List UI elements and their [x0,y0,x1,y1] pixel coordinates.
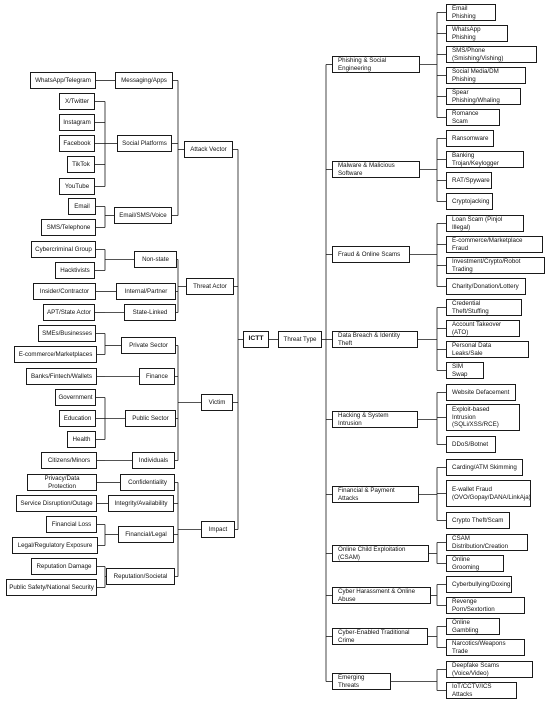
threat-item-iot-cctv-ics-attacks: IoT/CCTV/ICS Attacks [446,682,517,699]
threat-item-personal-data-leaks-sale: Personal Data Leaks/Sale [446,341,529,358]
threat-item-ransomware: Ransomware [446,130,494,147]
threat-item-carding-atm-skimming: Carding/ATM Skimming [446,459,523,476]
threat-item-csam-distribution-creation: CSAM Distribution/Creation [446,534,528,551]
threat-hacking-system-intrusion: Hacking & System Intrusion [332,411,418,428]
threat-item-whatsapp-phishing: WhatsApp Phishing [446,25,508,42]
item-insider-contractor: Insider/Contractor [33,283,96,300]
threat-item-sms-phone-smishing-vishing: SMS/Phone (Smishing/Vishing) [446,46,537,63]
subcategory-integrity-availability: Integrity/Availability [108,495,174,512]
item-education: Education [59,410,96,427]
item-health: Health [67,431,96,448]
threat-malware-malicious-software: Malware & Malicious Software [332,161,420,178]
item-x-twitter: X/Twitter [59,93,95,110]
threat-phishing-social-engineering: Phishing & Social Engineering [332,56,420,73]
subcategory-private-sector: Private Sector [121,337,176,354]
item-facebook: Facebook [59,135,95,152]
threat-cyber-harassment-online-abuse: Cyber Harassment & Online Abuse [332,587,431,604]
subcategory-state-linked: State-Linked [124,304,176,321]
threat-item-revenge-porn-sextortion: Revenge Porn/Sextortion [446,597,525,614]
category-impact: Impact [201,521,235,538]
threat-item-e-wallet-fraud-ovo-gopay-dana-linkaja-text: E-wallet Fraud (OVO/Gopay/DANA/LinkAja) [452,485,531,501]
subcategory-individuals: Individuals [132,452,175,469]
subcategory-non-state: Non-state [134,251,177,268]
threat-item-cryptojacking: Cryptojacking [446,193,493,210]
item-hacktivists: Hacktivists [55,262,95,279]
threat-item-exploit-based-intrusion-sqli-xss-rce-text: Exploit-based Intrusion (SQLi/XSS/RCE) [452,405,499,429]
item-financial-loss: Financial Loss [46,516,97,533]
threat-data-breach-identity-theft: Data Breach & Identity Theft [332,331,418,348]
item-public-safety-national-security: Public Safety/National Security [6,579,97,596]
item-youtube: YouTube [59,178,95,195]
threat-item-social-media-dm-phishing: Social Media/DM Phishing [446,67,526,84]
threat-item-e-wallet-fraud-ovo-gopay-dana-linkaja: E-wallet Fraud (OVO/Gopay/DANA/LinkAja) [446,480,531,507]
threat-item-narcotics-weapons-trade: Narcotics/Weapons Trade [446,639,525,656]
item-instagram: Instagram [59,114,95,131]
threat-item-loan-scam-pinjol-illegal: Loan Scam (Pinjol Illegal) [446,215,524,232]
item-banks-fintech-wallets: Banks/Fintech/Wallets [26,368,97,385]
subcategory-confidentiality: Confidentiality [120,474,175,491]
item-whatsapp-telegram: WhatsApp/Telegram [30,72,96,89]
item-tiktok: TikTok [67,156,95,173]
threat-item-cyberbullying-doxing: Cyberbullying/Doxing [446,576,512,593]
threat-item-crypto-theft-scam: Crypto Theft/Scam [446,512,510,529]
threat-item-website-defacement: Website Defacement [446,384,516,401]
subcategory-internal-partner: Internal/Partner [116,283,176,300]
item-citizens-minors: Citizens/Minors [41,452,97,469]
subcategory-social-platforms: Social Platforms [117,135,172,152]
item-cybercriminal-group: Cybercriminal Group [31,241,96,258]
item-service-disruption-outage: Service Disruption/Outage [16,495,97,512]
threat-item-investment-crypto-robot-trading: Investment/Crypto/Robot Trading [446,257,545,274]
threat-item-rat-spyware: RAT/Spyware [446,172,492,189]
item-government: Government [55,389,96,406]
threat-cyber-enabled-traditional-crime: Cyber-Enabled Traditional Crime [332,628,428,645]
item-apt-state-actor: APT/State Actor [43,304,95,321]
threat-emerging-threats: Emerging Threats [332,673,391,690]
item-reputation-damage: Reputation Damage [31,558,97,575]
threat-item-e-commerce-marketplace-fraud: E-commerce/Marketplace Fraud [446,236,543,253]
threat-item-banking-trojan-keylogger: Banking Trojan/Keylogger [446,151,524,168]
threat-fraud-online-scams: Fraud & Online Scams [332,246,410,263]
threat-item-ddos-botnet: DDoS/Botnet [446,436,496,453]
category-victim: Victim [201,394,233,411]
subcategory-finance: Finance [139,368,175,385]
threat-item-romance-scam: Romance Scam [446,109,500,126]
item-smes-businesses: SMEs/Businesses [38,325,96,342]
threat-financial-payment-attacks: Financial & Payment Attacks [332,486,419,503]
root-node: ICTT [243,331,269,348]
item-sms-telephone: SMS/Telephone [41,219,96,236]
item-legal-regulatory-exposure: Legal/Regulatory Exposure [12,537,98,554]
item-email: Email [68,198,96,215]
threat-item-sim-swap: SIM Swap [446,362,484,379]
subcategory-messaging-apps: Messaging/Apps [115,72,173,89]
threat-item-deepfake-scams-voice-video: Deepfake Scams (Voice/Video) [446,661,533,678]
threat-item-online-gambling: Online Gambling [446,618,500,635]
subcategory-email-sms-voice: Email/SMS/Voice [114,207,172,224]
threat-item-account-takeover-ato: Account Takeover (ATO) [446,320,520,337]
subcategory-reputation-societal: Reputation/Societal [106,568,175,585]
threat-item-online-grooming: Online Grooming [446,555,504,572]
threat-item-spear-phishing-whaling: Spear Phishing/Whaling [446,88,521,105]
threat-item-credential-theft-stuffing: Credential Theft/Stuffing [446,299,522,316]
item-e-commerce-marketplaces: E-commerce/Marketplaces [14,346,97,363]
category-attack-vector: Attack Vector [184,141,233,158]
threat-item-email-phishing: Email Phishing [446,4,496,21]
threat-item-charity-donation-lottery: Charity/Donation/Lottery [446,278,526,295]
subcategory-public-sector: Public Sector [125,410,176,427]
category-threat-actor: Threat Actor [186,278,234,295]
item-privacy-data-protection: Privacy/Data Protection [27,474,97,491]
category-threat-type: Threat Type [278,331,322,348]
threat-item-exploit-based-intrusion-sqli-xss-rce: Exploit-based Intrusion (SQLi/XSS/RCE) [446,404,520,431]
threat-online-child-exploitation-csam: Online Child Exploitation (CSAM) [332,545,429,562]
subcategory-financial-legal: Financial/Legal [118,526,174,543]
